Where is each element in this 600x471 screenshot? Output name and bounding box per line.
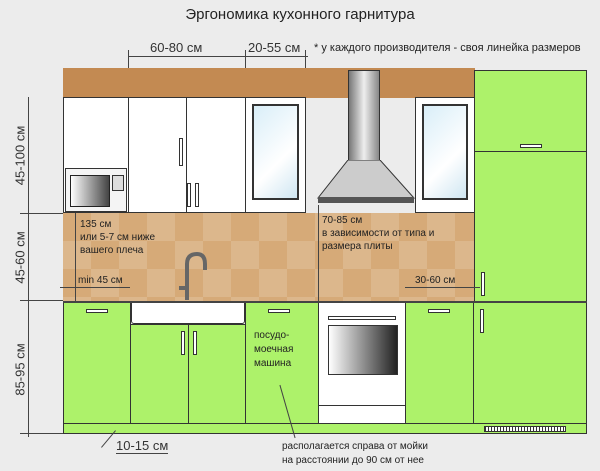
side-right-line xyxy=(405,287,480,288)
handle xyxy=(195,183,199,207)
handle xyxy=(181,331,185,355)
shelf-height-note: 135 см или 5-7 см ниже вашего плеча xyxy=(80,218,155,257)
sink-cabinet-door-right[interactable] xyxy=(188,324,246,424)
countertop-line xyxy=(63,301,587,303)
upper-height-label: 45-100 см xyxy=(12,125,28,186)
floor-line xyxy=(20,433,70,434)
dishwasher-label: посудо- моечная машина xyxy=(254,329,293,371)
side-min-label: min 45 см xyxy=(78,275,123,286)
note-line: моечная xyxy=(254,344,294,355)
glass-door xyxy=(422,104,468,200)
lower-cabinet[interactable] xyxy=(63,302,131,424)
note-line: машина xyxy=(254,358,292,369)
note-line: или 5-7 см ниже xyxy=(80,232,156,243)
backsplash-height-label: 45-60 см xyxy=(12,231,28,284)
note-line: на расстоянии до 90 см от нее xyxy=(282,455,424,466)
side-min-line xyxy=(60,287,130,288)
note-line: посудо- xyxy=(254,330,290,341)
upper-width-label: 60-80 см xyxy=(150,40,203,55)
dishwasher-note: располагается справа от мойки на расстоя… xyxy=(282,440,428,468)
lower-height-label: 85-95 см xyxy=(12,343,28,396)
note-line: располагается справа от мойки xyxy=(282,441,428,452)
sink[interactable] xyxy=(131,302,245,324)
oven-window xyxy=(328,325,398,375)
plinth-height-label: 10-15 см xyxy=(116,438,169,454)
glass-cabinet[interactable] xyxy=(415,97,475,213)
note-line: размера плиты xyxy=(322,241,393,252)
dishwasher[interactable]: посудо- моечная машина xyxy=(245,302,319,424)
handle xyxy=(481,272,485,296)
tall-cabinet-lower[interactable] xyxy=(473,302,587,424)
handle xyxy=(520,144,542,148)
handle xyxy=(268,309,290,313)
microwave[interactable] xyxy=(65,168,127,212)
dim-tick xyxy=(20,300,70,301)
note-line: вашего плеча xyxy=(80,245,144,256)
tall-cabinet-middle[interactable] xyxy=(474,144,587,304)
note-line: 135 см xyxy=(80,219,112,230)
note-line: в зависимости от типа и xyxy=(322,228,435,239)
glass-door xyxy=(252,104,299,200)
side-right-label: 30-60 см xyxy=(415,275,456,286)
handle xyxy=(86,309,108,313)
oven[interactable] xyxy=(318,302,406,424)
plinth xyxy=(63,423,587,434)
gap-width-label: 20-55 см xyxy=(248,40,301,55)
soffit xyxy=(63,68,475,98)
lower-cabinet[interactable] xyxy=(405,302,474,424)
microwave-window xyxy=(70,175,110,207)
manufacturer-note: * у каждого производителя - своя линейка… xyxy=(314,42,581,54)
dim-tick xyxy=(20,213,70,214)
handle xyxy=(480,309,484,333)
left-dimension-line xyxy=(28,97,29,437)
note-line: 70-85 см xyxy=(322,215,363,226)
upper-cabinet[interactable] xyxy=(186,97,246,213)
handle xyxy=(179,138,183,166)
upper-cabinet[interactable] xyxy=(128,97,187,213)
range-hood xyxy=(316,160,416,203)
sink-cabinet-door-left[interactable] xyxy=(130,324,189,424)
hood-height-note: 70-85 см в зависимости от типа и размера… xyxy=(322,214,434,253)
oven-handle xyxy=(328,316,396,320)
microwave-controls xyxy=(112,175,124,191)
vent-grille xyxy=(484,426,566,432)
handle xyxy=(193,331,197,355)
handle xyxy=(187,183,191,207)
hood-height-line xyxy=(318,205,319,303)
hood-chimney xyxy=(348,70,380,165)
shelf-height-line xyxy=(75,213,76,303)
handle xyxy=(428,309,450,313)
glass-cabinet[interactable] xyxy=(245,97,306,213)
tall-cabinet-upper[interactable] xyxy=(474,70,587,152)
diagram-title: Эргономика кухонного гарнитура xyxy=(185,6,415,23)
top-dimension-line xyxy=(128,56,308,57)
oven-drawer-line xyxy=(319,405,405,406)
backsplash-tiles xyxy=(63,213,475,303)
faucet xyxy=(179,251,207,300)
